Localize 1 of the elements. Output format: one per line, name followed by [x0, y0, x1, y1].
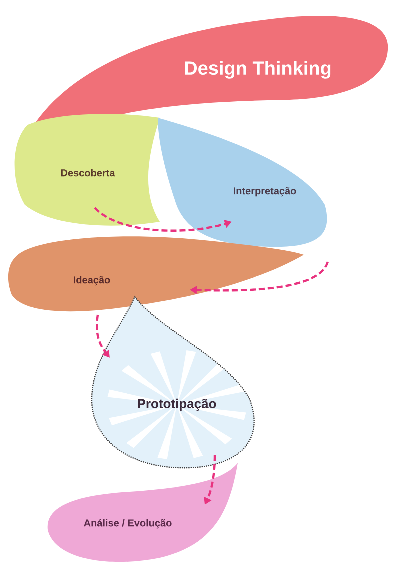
- title-banner: Design Thinking: [18, 16, 388, 158]
